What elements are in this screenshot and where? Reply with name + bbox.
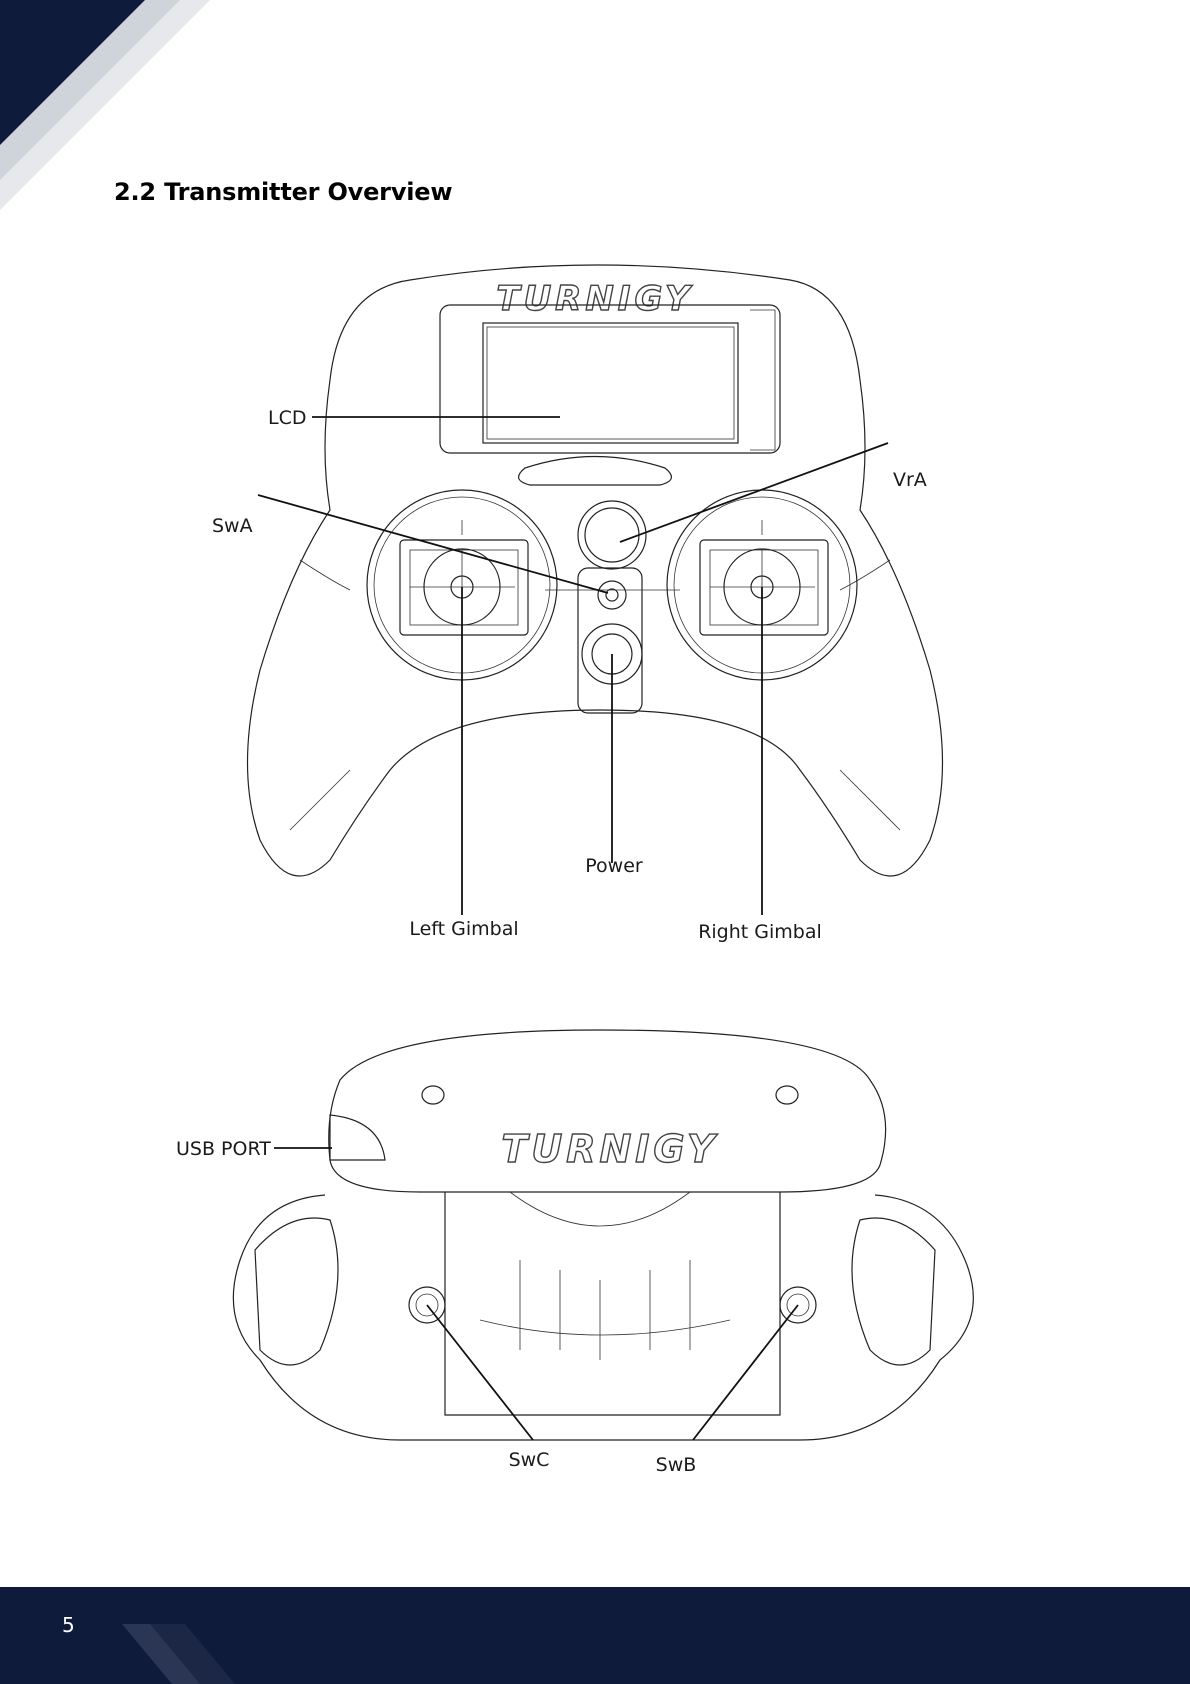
left-gimbal-label: Left Gimbal (409, 918, 518, 940)
usb-port-label: USB PORT (176, 1138, 271, 1160)
footer-decoration (0, 1587, 300, 1684)
swb-label: SwB (656, 1454, 697, 1476)
vra-label: VrA (893, 469, 927, 491)
swa-label: SwA (212, 515, 253, 537)
section-title: 2.2 Transmitter Overview (114, 178, 452, 206)
transmitter-top-view: TURNIGY (0, 250, 1190, 950)
lcd-label: LCD (268, 407, 306, 429)
page-number: 5 (62, 1613, 75, 1637)
swc-label: SwC (509, 1449, 550, 1471)
power-label: Power (585, 855, 643, 877)
page-footer: 5 (0, 1587, 1190, 1684)
brand-logo-top: TURNIGY (496, 279, 693, 319)
right-gimbal-label: Right Gimbal (698, 921, 822, 943)
transmitter-front-view: TURNIGY USB PORT SwC SwB (0, 1020, 1190, 1540)
brand-logo-front: TURNIGY (501, 1127, 718, 1171)
